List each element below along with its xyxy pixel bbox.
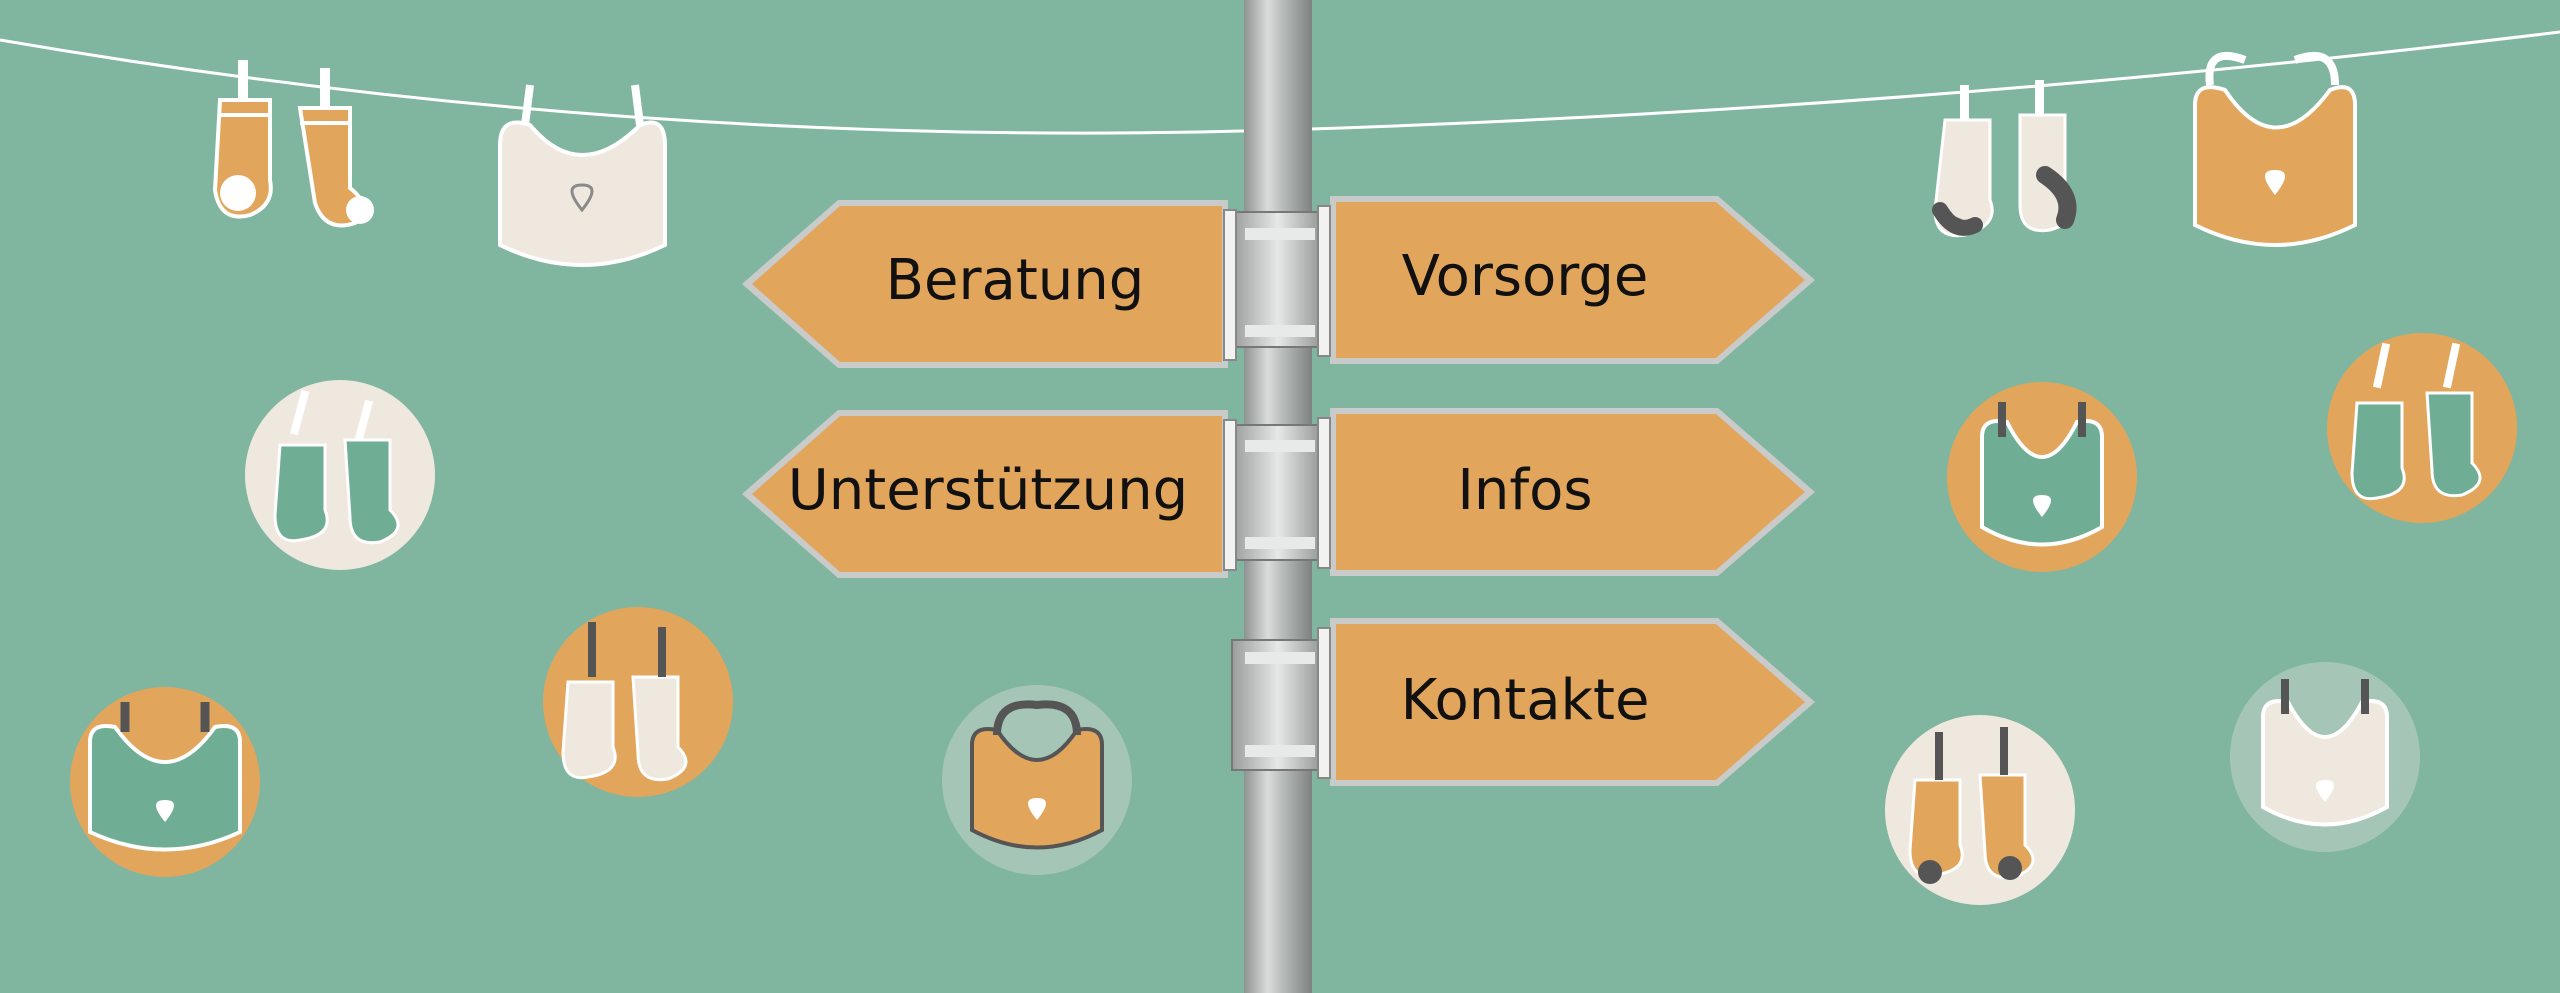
pole-clamps: [1231, 211, 1325, 771]
sign-kontakte[interactable]: Kontakte: [1330, 618, 1815, 786]
sock-pair-icon: [543, 607, 733, 797]
bib-icon: [1947, 382, 2137, 572]
sock-pair-icon: [1932, 80, 2077, 238]
sign-label: Beratung: [886, 248, 1145, 313]
sign-unterstuetzung[interactable]: Unterstützung: [742, 410, 1228, 578]
sign-hinges: [1223, 205, 1331, 779]
sign-beratung[interactable]: Beratung: [742, 200, 1228, 368]
bib-icon: [70, 687, 260, 877]
bib-icon: [498, 84, 667, 267]
sign-infos[interactable]: Infos: [1330, 408, 1815, 576]
sign-label: Kontakte: [1401, 668, 1650, 733]
bib-icon: [942, 685, 1132, 875]
sign-label: Unterstützung: [788, 458, 1188, 523]
sock-pair-icon: [2327, 333, 2517, 523]
sign-label: Infos: [1457, 458, 1592, 523]
bib-icon: [2230, 662, 2420, 852]
sign-vorsorge[interactable]: Vorsorge: [1330, 196, 1815, 364]
sock-pair-icon: [245, 380, 435, 570]
sock-pair-icon: [212, 60, 374, 228]
bib-icon: [2193, 52, 2357, 247]
sign-label: Vorsorge: [1402, 244, 1649, 309]
sock-pair-icon: [1885, 715, 2075, 905]
